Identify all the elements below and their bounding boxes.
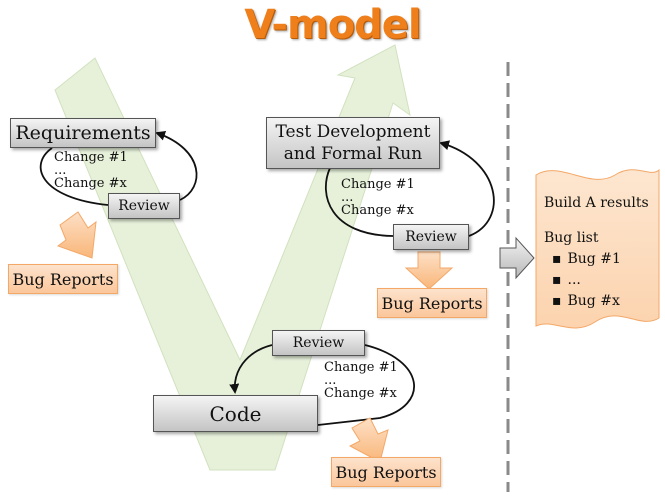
change-item: Change #1 bbox=[54, 150, 128, 165]
bug-list-title: Bug list bbox=[544, 230, 599, 246]
change-item: ... bbox=[324, 373, 337, 388]
test-review-box: Review bbox=[393, 224, 469, 250]
change-item: Change #x bbox=[54, 176, 127, 191]
requirements-review-return bbox=[155, 130, 198, 201]
build-results-panel: Build A results Bug list Bug #1 ... Bug … bbox=[538, 175, 653, 312]
bug-arrow-requirements bbox=[56, 211, 97, 259]
code-review-loop bbox=[317, 344, 415, 426]
change-item: Change #x bbox=[341, 203, 414, 218]
test-bug-reports: Bug Reports bbox=[377, 288, 487, 318]
requirements-bug-reports: Bug Reports bbox=[8, 264, 118, 294]
bug-reports-label: Bug Reports bbox=[381, 293, 483, 313]
code-change-list: Change #1 ... Change #x bbox=[324, 360, 398, 402]
bug-list-item: Bug #1 bbox=[552, 249, 653, 270]
change-item: Change #1 bbox=[324, 360, 398, 375]
test-development-label-line1: Test Development bbox=[275, 122, 431, 142]
code-review-return bbox=[229, 344, 273, 394]
test-review-loop bbox=[325, 167, 394, 237]
test-development-label-line2: and Formal Run bbox=[283, 144, 423, 164]
test-change-list: Change #1 ... Change #x bbox=[341, 177, 415, 219]
requirements-label: Requirements bbox=[15, 122, 151, 144]
requirements-change-list: Change #1 ... Change #x bbox=[54, 150, 128, 192]
code-label: Code bbox=[209, 401, 262, 426]
requirements-review-loop bbox=[39, 147, 109, 206]
bug-list: Bug #1 ... Bug #x bbox=[544, 249, 653, 312]
test-review-return bbox=[439, 140, 495, 237]
results-title: Build A results bbox=[544, 195, 649, 211]
diagram-title: V-model bbox=[244, 2, 421, 48]
change-item: Change #1 bbox=[341, 177, 415, 192]
change-item: ... bbox=[341, 190, 354, 205]
test-development-node: Test Development and Formal Run bbox=[266, 117, 440, 169]
requirements-node: Requirements bbox=[10, 118, 156, 148]
bug-reports-label: Bug Reports bbox=[12, 269, 114, 289]
review-label: Review bbox=[405, 229, 457, 245]
change-item: Change #x bbox=[324, 386, 397, 401]
bug-arrow-code bbox=[348, 417, 389, 463]
code-bug-reports: Bug Reports bbox=[331, 457, 441, 487]
review-label: Review bbox=[118, 198, 170, 214]
bug-reports-label: Bug Reports bbox=[335, 462, 437, 482]
requirements-review-box: Review bbox=[108, 193, 180, 219]
review-label: Review bbox=[292, 335, 345, 351]
bug-list-item: ... bbox=[552, 270, 653, 291]
change-item: ... bbox=[54, 163, 67, 178]
code-node: Code bbox=[153, 395, 318, 432]
bug-arrow-test bbox=[404, 251, 454, 290]
bug-list-item: Bug #x bbox=[552, 291, 653, 312]
code-review-box: Review bbox=[272, 330, 365, 356]
results-arrow-icon bbox=[499, 236, 535, 280]
